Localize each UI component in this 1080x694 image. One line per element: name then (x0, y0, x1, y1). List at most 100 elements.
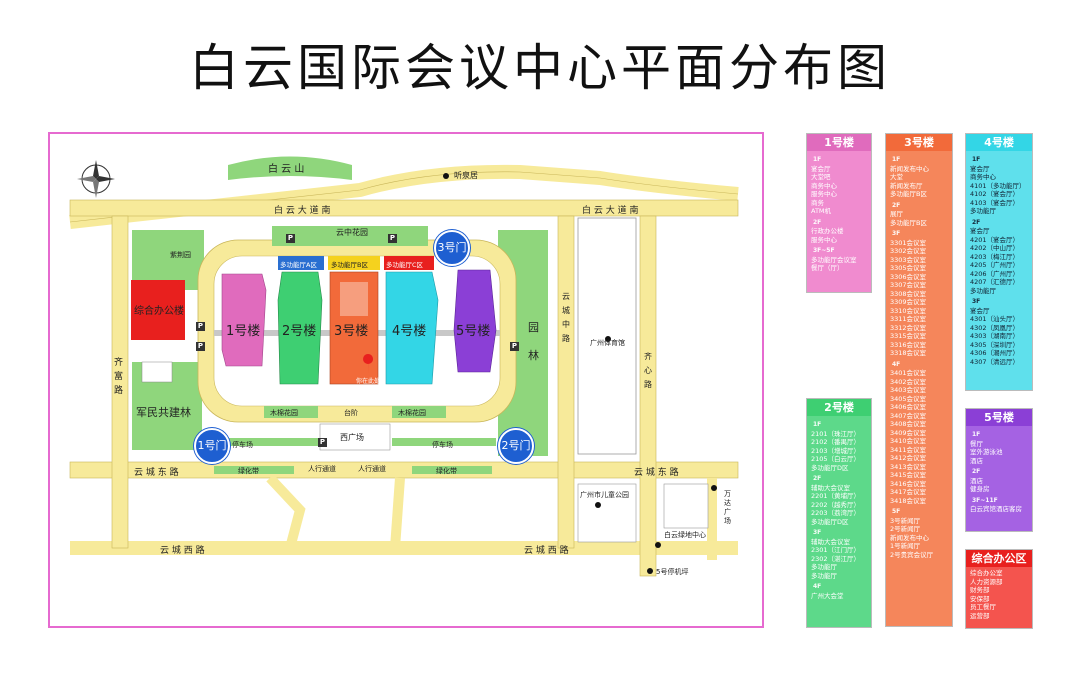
room-item: 3308会议室 (890, 289, 927, 298)
room-item: 综合办公室 (970, 569, 1003, 577)
gate-2-marker[interactable]: 2号门 (498, 428, 534, 464)
room-item: 多功能厅B区 (890, 218, 927, 227)
parking-icon: P (388, 234, 397, 243)
room-item: 3316会议室 (890, 340, 927, 349)
parking-icon: P (286, 234, 295, 243)
room-item: 宴会厅 (970, 164, 990, 173)
room-item: 3303会议室 (890, 255, 927, 264)
hall-a-label: 多功能厅A区 (280, 261, 317, 269)
you-are-here-label: 你在此处 (356, 378, 381, 385)
floor-label: 4F (892, 360, 901, 368)
building-4-label: 4号楼 (392, 324, 427, 339)
room-item: 3416会议室 (890, 479, 927, 488)
army-forest-label: 军民共建林 (136, 406, 191, 419)
gate-1-marker[interactable]: 1号门 (194, 428, 230, 464)
room-item: 3310会议室 (890, 306, 927, 315)
room-item: 4201（宴会厅） (970, 235, 1020, 244)
room-item: 3415会议室 (890, 471, 927, 479)
room-item: 酒店 (970, 456, 983, 465)
panel-body: 综合办公室人力资源部财务部安保部员工餐厅运营部 (966, 567, 1032, 620)
yun-garden-label: 园 林 (528, 321, 539, 362)
square-label: 万达广场 (724, 490, 731, 525)
room-item: 安保部 (970, 594, 990, 603)
building-1-label: 1号楼 (226, 324, 261, 339)
room-item: 4306（潮州厅） (970, 349, 1020, 357)
room-item: 3309会议室 (890, 298, 927, 306)
room-item: 4205（广州厅） (970, 261, 1020, 269)
mu-garden-right-label: 木棉花园 (398, 409, 426, 417)
room-item: 新闻发布中心 (890, 164, 929, 173)
room-item: 3411会议室 (890, 445, 927, 454)
room-item: 室外游泳池 (970, 448, 1003, 456)
room-item: 3311会议室 (890, 315, 927, 323)
room-item: 3417会议室 (890, 488, 927, 496)
room-item: 1号新闻厅 (890, 542, 921, 550)
road-mid-label: 云 城 中 路 (562, 292, 570, 343)
stadium-label: 广州体育馆 (590, 339, 625, 347)
road-right-label: 齐 心 路 (644, 352, 652, 389)
floor-label: 3F (892, 230, 901, 237)
stop-left-label: 停车场 (232, 441, 253, 449)
room-item: 4301（汕头厅） (970, 315, 1020, 323)
room-item: 4305（深圳厅） (970, 340, 1020, 349)
parking-icon: P (196, 322, 205, 331)
room-item: 多功能厅 (811, 571, 837, 580)
room-item: 商务中心 (970, 173, 996, 181)
parking5-label: 5号停机坪 (656, 568, 689, 576)
room-item: 4203（梅江厅） (970, 252, 1020, 261)
room-item: 3312会议室 (890, 323, 927, 332)
room-item: 2102（番禺厅） (811, 438, 861, 446)
room-item: 3305会议室 (890, 264, 927, 272)
parking-icon: P (510, 342, 519, 351)
room-item: 3307会议室 (890, 281, 927, 289)
floor-label: 3F~5F (813, 247, 835, 254)
floor-label: 2F (813, 218, 822, 226)
room-item: 大堂 (890, 173, 903, 181)
parking-icon: P (196, 342, 205, 351)
tingquan-label: 听泉居 (454, 171, 478, 180)
room-item: 3410会议室 (890, 437, 927, 445)
panel-office: 综合办公区 综合办公室人力资源部财务部安保部员工餐厅运营部 (965, 549, 1033, 629)
room-item: 展厅 (890, 210, 903, 218)
room-item: 多功能厅 (811, 563, 837, 571)
panel-head: 综合办公区 (966, 550, 1032, 567)
floor-label: 2F (892, 201, 901, 209)
room-item: 酒店 (970, 476, 983, 485)
floor-label: 2F (972, 218, 981, 226)
room-item: 4103（宴会厅） (970, 198, 1020, 207)
room-item: 3405会议室 (890, 394, 927, 403)
walkway-1-label: 人行通道 (308, 465, 336, 473)
floor-label: 1F (813, 421, 822, 428)
room-item: 4102（宴会厅） (970, 190, 1020, 198)
room-item: 3402会议室 (890, 377, 927, 386)
room-item: 2201（黄埔厅） (811, 492, 861, 500)
room-item: 大堂吧 (811, 173, 831, 181)
room-item: 3412会议室 (890, 454, 927, 462)
room-item: 商务 (811, 198, 824, 207)
office-label: 综合办公楼 (134, 306, 184, 317)
room-item: 人力资源部 (970, 577, 1003, 586)
room-item: 2号新闻厅 (890, 525, 921, 533)
floor-label: 3F~11F (972, 496, 998, 504)
building-2-label: 2号楼 (282, 324, 317, 339)
stairs-label: 台阶 (344, 409, 358, 417)
hall-c-label: 多功能厅C区 (386, 261, 424, 269)
room-item: 宴会厅 (970, 227, 990, 235)
room-item: ATM机 (811, 207, 832, 215)
gate-3-marker[interactable]: 3号门 (434, 230, 470, 266)
road-bottom-label: 云 城 东 路 (134, 468, 179, 478)
room-item: 2302（湛江厅） (811, 554, 861, 563)
room-item: 商务中心 (811, 181, 837, 190)
west-square-label: 西广场 (340, 433, 364, 442)
room-item: 3301会议室 (890, 238, 927, 247)
road-west-right-label: 云 城 西 路 (524, 546, 569, 556)
room-item: 4206（广州厅） (970, 269, 1020, 278)
road-left-label: 齐 富 路 (114, 358, 124, 396)
room-item: 宴会厅 (970, 306, 990, 315)
building-3-label: 3号楼 (334, 324, 369, 339)
